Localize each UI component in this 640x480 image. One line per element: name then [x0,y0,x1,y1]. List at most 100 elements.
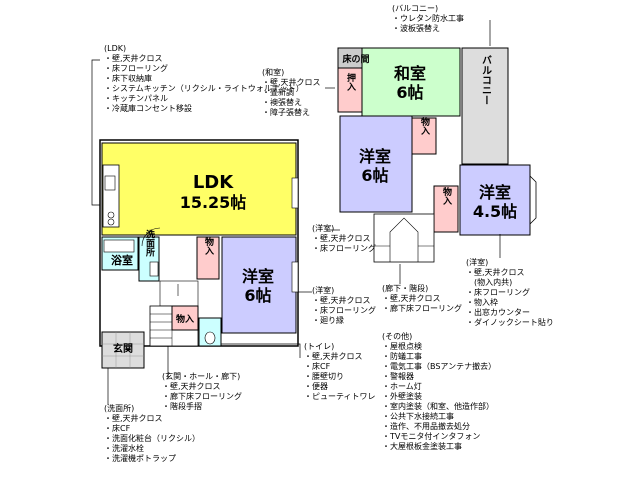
kitchen-burner-icon [107,218,115,226]
entrance-tile-pattern [102,332,144,368]
note-item: 大屋根板金塗装工事 [382,442,496,452]
storage-1f-b [171,305,199,331]
japanese-notes: (和室) 壁,天井クロス 畳新調 襖張替え 障子張替え [262,68,321,118]
note-heading: (洋室) [312,224,335,233]
first-floor-plan [99,139,299,369]
balcony-label: バルコニー [480,55,492,105]
storage-2f-a [411,117,437,155]
note-item: 物入枠 [466,298,554,308]
ldk-room [101,142,297,236]
toilet-notes: (トイレ) 壁,天井クロス 床CF 腰壁切り 便器 ピューティトワレ [304,342,376,402]
ldk-notes: (LDK) 壁,天井クロス 床フローリング 床下収納庫 システムキッチン（リクシ… [104,44,304,114]
second-floor-plan [337,47,537,263]
note-item: 床フローリング [312,306,376,316]
japanese-name-label: 和室 [394,64,426,83]
note-item: ピューティトワレ [304,392,376,402]
note-heading: (洗面所) [104,404,135,413]
note-item: 冷蔵庫コンセント移設 [104,104,304,114]
entrance-notes: (玄関・ホール・廊下) 壁,天井クロス 廊下床フローリング 階段手摺 [162,372,242,412]
storage-2f-b [433,185,459,233]
note-item: ダイノックシート貼り [466,318,554,328]
storage-label-1f-a: 物入 [203,236,215,256]
note-item: 壁,天井クロス [466,268,554,278]
west3-size-label: 4.5帖 [473,202,517,221]
west2-size-label: 6帖 [361,166,388,185]
note-heading: (洋室) [466,258,489,267]
note-heading: (その他) [382,332,413,341]
note-item: 廊下床フローリング [382,304,462,314]
kitchen-burner-icon [107,211,115,219]
storage-label-2f-b: 物入 [441,186,453,206]
note-item: 出窓カウンター [466,308,554,318]
note-item: 電気工事（BSアンテナ撤去） [382,362,496,372]
note-item: 壁,天井クロス [162,382,242,392]
west3-name-label: 洋室 [479,183,511,202]
kitchen-sink-icon [104,175,116,191]
note-heading: (LDK) [104,44,127,53]
ldk-name-label: LDK [193,172,234,193]
closet-label-2f: 押入 [345,72,357,92]
bay-window-icon [529,175,537,225]
note-item: 防蟻工事 [382,352,496,362]
west2-name-label: 洋室 [359,147,391,166]
note-item: 壁,天井クロス [382,294,462,304]
note-item: 洗濯機ポトラップ [104,454,200,464]
ldk-size-label: 15.25帖 [180,193,247,212]
note-item: ホーム灯 [382,382,496,392]
note-item: 外壁塗装 [382,392,496,402]
note-item: 屋根点検 [382,342,496,352]
note-item: 廊下床フローリング [162,392,242,402]
note-item: 洗面化粧台（リクシル） [104,434,200,444]
note-heading: (洋室) [312,286,335,295]
note-item: 廻り縁 [312,316,376,326]
storage-label-2f-a: 物入 [419,116,431,136]
note-item: 公共下水接続工事 [382,412,496,422]
toilet-bowl-icon [204,331,216,345]
note-item: 床CF [104,424,200,434]
note-item: 造作、不用品撤去処分 [382,422,496,432]
western-a-notes: (洋室) 壁,天井クロス 床フローリング [312,224,376,254]
japanese-size-label: 6帖 [396,83,423,102]
bath-label: 浴室 [111,253,133,267]
note-item: 壁,天井クロス [312,234,376,244]
note-heading: (和室) [262,68,285,77]
washroom-label: 洗面所 [144,228,155,257]
note-heading: (廊下・階段) [382,284,429,293]
balcony [461,47,509,165]
note-heading: (バルコニー) [392,4,439,13]
note-heading: (玄関・ホール・廊下) [162,372,241,381]
note-item: TVモニタ付インタフォン [382,432,496,442]
note-heading: (トイレ) [304,342,335,351]
note-item: 床CF [304,362,376,372]
note-item: 壁,天井クロス [104,414,200,424]
hall-2f-notes: (廊下・階段) 壁,天井クロス 廊下床フローリング [382,284,462,314]
note-item: 床フローリング [104,64,304,74]
note-item: 床下収納庫 [104,74,304,84]
washbasin-icon [149,261,159,277]
entrance-room [101,331,145,369]
note-item: 床フローリング [312,244,376,254]
western-room-2f-b [459,164,531,236]
window-icon [291,177,299,209]
bathtub-icon [103,239,135,253]
note-item: 波板張替え [392,24,464,34]
western-room-2f-a [339,115,413,213]
other-notes: (その他) 屋根点検 防蟻工事 電気工事（BSアンテナ撤去） 警報器 ホーム灯 … [382,332,496,452]
western-c-notes: (洋室) 壁,天井クロス (物入内共) 床フローリング 物入枠 出窓カウンター … [466,258,554,328]
note-item: 壁,天井クロス [104,54,304,64]
note-item: 床フローリング [466,288,554,298]
note-item: 障子張替え [262,108,321,118]
note-item: 便器 [304,382,376,392]
note-item: システムキッチン（リクシル・ライトウォルナット） [104,84,304,94]
note-subheading: (物入内共) [474,278,513,287]
storage-label-1f-b: 物入 [176,313,194,325]
tokonoma-label: 床の間 [342,53,369,65]
hallway-1f [159,280,199,307]
storage-1f-a [196,236,220,280]
western-b-notes: (洋室) 壁,天井クロス 床フローリング 廻り縁 [312,286,376,326]
note-item: 腰壁切り [304,372,376,382]
western-room-1f [221,236,297,334]
door-swing-icon [141,227,161,247]
